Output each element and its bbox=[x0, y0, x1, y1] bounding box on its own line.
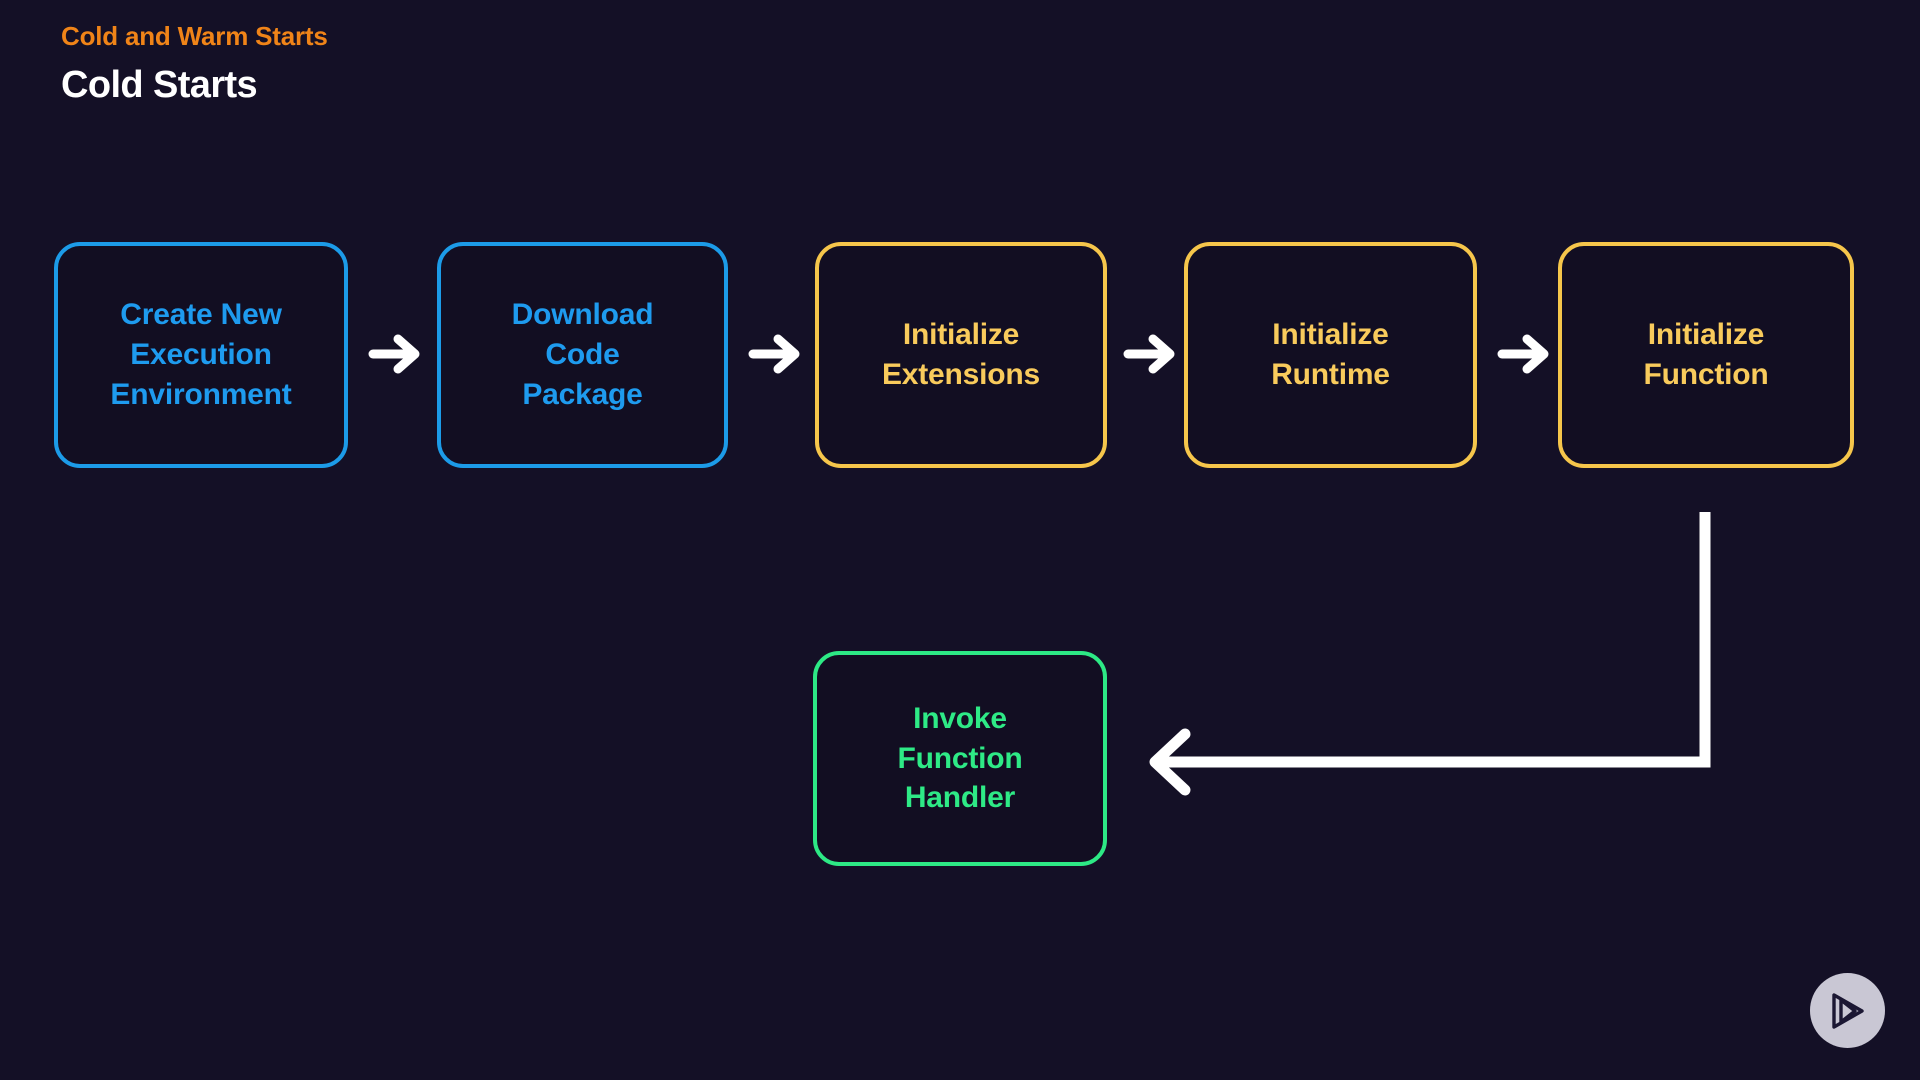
flow-arrow-right-icon bbox=[368, 334, 420, 374]
flow-top-row: Create New Execution Environment Downloa… bbox=[0, 242, 1920, 472]
section-eyebrow: Cold and Warm Starts bbox=[61, 21, 328, 51]
flow-node-label: Initialize Extensions bbox=[881, 318, 1041, 391]
flow-arrow-right-icon bbox=[748, 334, 800, 374]
flow-node-label: Download Code Package bbox=[511, 298, 654, 411]
flow-node-initialize-runtime[interactable]: Initialize Runtime bbox=[1184, 242, 1477, 468]
flow-node-initialize-extensions[interactable]: Initialize Extensions bbox=[815, 242, 1107, 468]
play-logo-icon[interactable] bbox=[1810, 973, 1885, 1048]
play-logo-glyph-icon bbox=[1831, 992, 1864, 1029]
flow-node-download-code-package[interactable]: Download Code Package bbox=[437, 242, 728, 468]
flow-node-create-new-execution-environment[interactable]: Create New Execution Environment bbox=[54, 242, 348, 468]
flow-node-label: Create New Execution Environment bbox=[110, 298, 292, 411]
flow-node-invoke-function-handler[interactable]: Invoke Function Handler bbox=[813, 651, 1107, 866]
slide-header: Cold and Warm Starts Cold Starts bbox=[61, 20, 328, 109]
flow-arrow-right-icon bbox=[1497, 334, 1549, 374]
flow-node-initialize-function[interactable]: Initialize Function bbox=[1558, 242, 1854, 468]
page-title: Cold Starts bbox=[61, 63, 258, 106]
flow-node-label: Initialize Function bbox=[1643, 318, 1769, 391]
flow-return-arrow-icon bbox=[1149, 512, 1711, 796]
flow-node-label: Invoke Function Handler bbox=[897, 701, 1023, 815]
flow-arrow-right-icon bbox=[1123, 334, 1175, 374]
flow-node-label: Initialize Runtime bbox=[1271, 318, 1390, 391]
